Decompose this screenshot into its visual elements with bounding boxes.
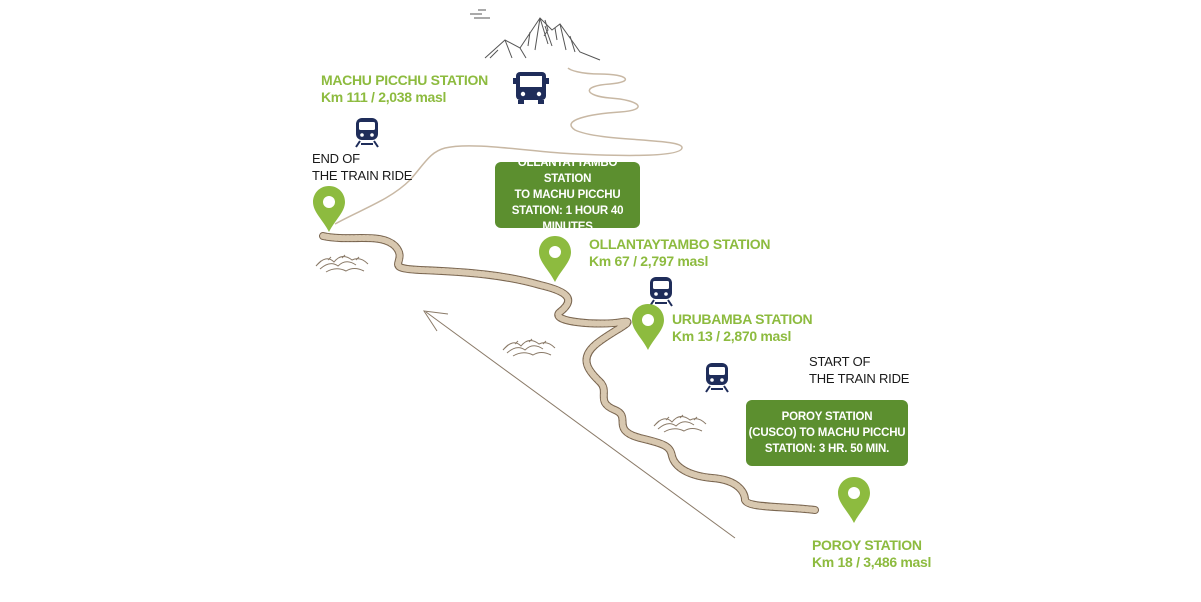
map-pin-icon <box>313 186 345 232</box>
route-box-line1: OLLANTAYTAMBO STATION <box>517 157 618 185</box>
machu-picchu-station-label: MACHU PICCHU STATION Km 111 / 2,038 masl <box>321 72 488 106</box>
end-label-line2: THE TRAIN RIDE <box>312 168 413 183</box>
route-box-line2: TO MACHU PICCHU <box>514 189 621 201</box>
poroy-station-label: POROY STATION Km 18 / 3,486 masl <box>812 537 931 571</box>
end-of-ride-label: END OF THE TRAIN RIDE <box>312 150 412 184</box>
map-pin-icon <box>838 477 870 523</box>
hills-icon <box>653 414 707 433</box>
start-label-line1: START OF <box>809 354 871 369</box>
urubamba-station-label: URUBAMBA STATION Km 13 / 2,870 masl <box>672 311 813 345</box>
railway-track <box>319 232 819 514</box>
start-of-ride-label: START OF THE TRAIN RIDE <box>809 353 909 387</box>
station-name: MACHU PICCHU STATION <box>321 72 488 88</box>
route-box-line3: STATION: 1 HOUR 40 MINUTES <box>511 205 624 233</box>
ollantaytambo-station-label: OLLANTAYTAMBO STATION Km 67 / 2,797 masl <box>589 236 770 270</box>
station-name: OLLANTAYTAMBO STATION <box>589 236 771 252</box>
poroy-route-box: POROY STATION (CUSCO) TO MACHU PICCHU ST… <box>746 400 908 466</box>
train-icon <box>649 276 673 307</box>
station-name: POROY STATION <box>812 537 922 553</box>
mountain-icon <box>470 9 601 61</box>
ollantaytambo-route-box: OLLANTAYTAMBO STATION TO MACHU PICCHU ST… <box>495 157 640 233</box>
station-name: URUBAMBA STATION <box>672 311 813 327</box>
hills-icon <box>315 254 369 273</box>
map-pin-icon <box>539 236 571 282</box>
bus-icon <box>513 72 549 104</box>
map-pin-icon <box>632 304 664 350</box>
direction-arrow-icon <box>422 310 736 539</box>
station-km: Km 13 / 2,870 masl <box>672 328 792 344</box>
station-km: Km 67 / 2,797 masl <box>589 253 709 269</box>
hills-icon <box>502 338 556 357</box>
route-box-line2: (CUSCO) TO MACHU PICCHU <box>748 427 906 439</box>
station-km: Km 111 / 2,038 masl <box>321 89 447 105</box>
end-label-line1: END OF <box>312 151 360 166</box>
train-icon <box>355 117 379 148</box>
route-box-line1: POROY STATION <box>781 411 873 423</box>
station-km: Km 18 / 3,486 masl <box>812 554 932 570</box>
road-to-summit <box>334 67 683 225</box>
start-label-line2: THE TRAIN RIDE <box>809 371 910 386</box>
route-box-line3: STATION: 3 HR. 50 MIN. <box>764 443 890 455</box>
train-icon <box>705 362 729 393</box>
